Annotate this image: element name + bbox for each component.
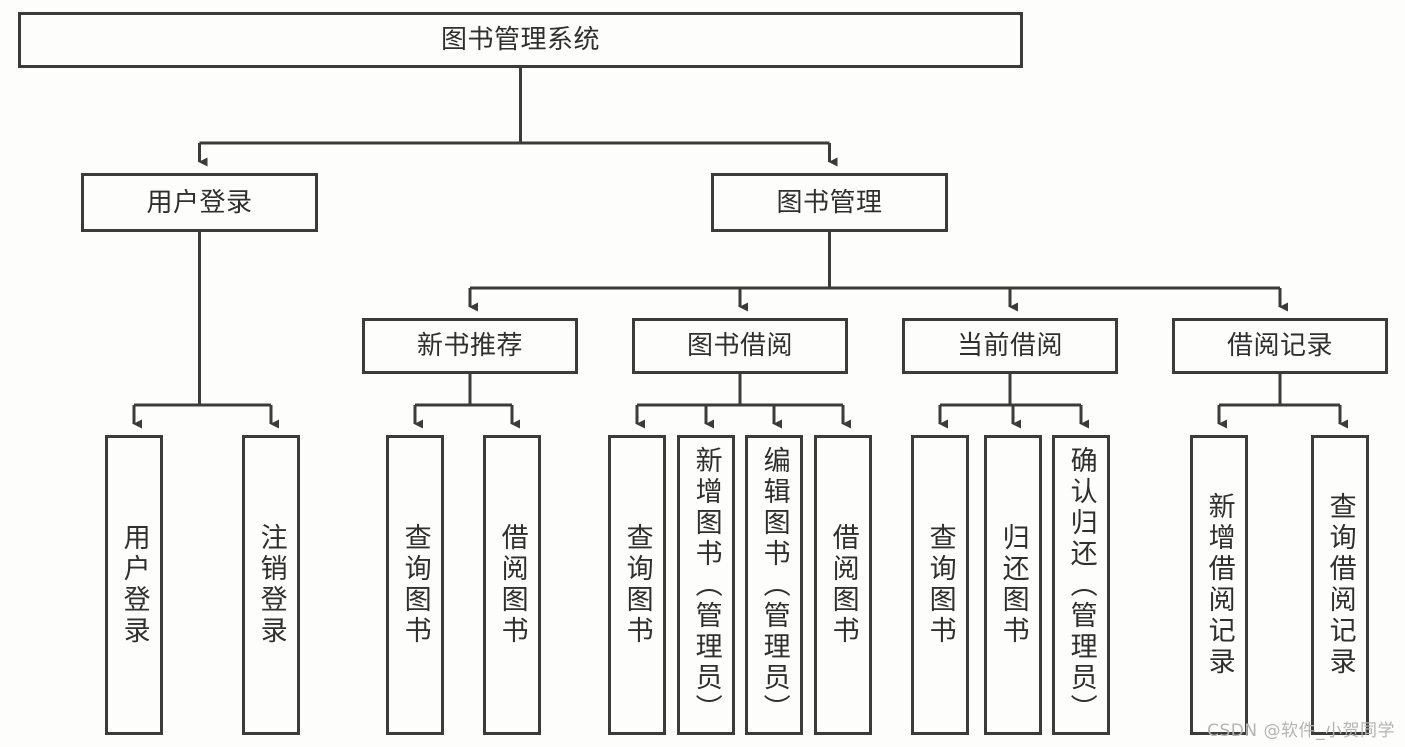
node-leaf-return-book[interactable]: 归还图书 <box>984 435 1042 735</box>
node-label: 借阅记录 <box>1226 331 1333 361</box>
node-label: 查询图书 <box>621 523 653 647</box>
node-leaf-query-book-2[interactable]: 查询图书 <box>608 435 666 735</box>
node-n-user-login[interactable]: 用户登录 <box>81 173 318 232</box>
node-n-new-book-rec[interactable]: 新书推荐 <box>362 318 578 374</box>
node-label: 新书推荐 <box>416 331 523 361</box>
node-label: 查询图书 <box>399 523 431 647</box>
node-label: 图书管理 <box>776 187 883 218</box>
node-label: 图书管理系统 <box>440 25 600 55</box>
node-label: 用户登录 <box>118 523 150 647</box>
node-label: 查询图书 <box>924 523 956 647</box>
node-n-borrow-record[interactable]: 借阅记录 <box>1172 318 1388 374</box>
node-label: 查询借阅记录 <box>1324 492 1356 678</box>
node-root[interactable]: 图书管理系统 <box>18 12 1023 68</box>
node-label: 确认归还（管理员） <box>1065 445 1097 725</box>
node-leaf-query-book-3[interactable]: 查询图书 <box>911 435 969 735</box>
node-leaf-borrow-book-2[interactable]: 借阅图书 <box>814 435 872 735</box>
node-leaf-confirm-return[interactable]: 确认归还（管理员） <box>1052 435 1110 735</box>
node-leaf-edit-book[interactable]: 编辑图书（管理员） <box>745 435 803 735</box>
node-label: 图书借阅 <box>686 331 793 361</box>
node-leaf-add-book[interactable]: 新增图书（管理员） <box>677 435 735 735</box>
node-leaf-user-login[interactable]: 用户登录 <box>105 435 163 735</box>
node-n-current-borrow[interactable]: 当前借阅 <box>902 318 1118 374</box>
node-n-book-borrow[interactable]: 图书借阅 <box>632 318 848 374</box>
node-n-book-mgmt[interactable]: 图书管理 <box>711 173 948 232</box>
node-label: 注销登录 <box>255 523 287 647</box>
node-label: 当前借阅 <box>956 331 1063 361</box>
node-leaf-query-record[interactable]: 查询借阅记录 <box>1311 435 1369 735</box>
node-label: 新增借阅记录 <box>1203 492 1235 678</box>
node-leaf-add-record[interactable]: 新增借阅记录 <box>1190 435 1248 735</box>
node-label: 借阅图书 <box>827 523 859 647</box>
node-label: 新增图书（管理员） <box>690 445 722 725</box>
node-leaf-logout[interactable]: 注销登录 <box>242 435 300 735</box>
node-label: 归还图书 <box>997 523 1029 647</box>
node-label: 编辑图书（管理员） <box>758 445 790 725</box>
node-leaf-query-book-1[interactable]: 查询图书 <box>386 435 444 735</box>
watermark-text: CSDN @软件_小贺同学 <box>1207 721 1395 741</box>
node-label: 用户登录 <box>146 187 253 218</box>
node-leaf-borrow-book-1[interactable]: 借阅图书 <box>483 435 541 735</box>
node-label: 借阅图书 <box>496 523 528 647</box>
